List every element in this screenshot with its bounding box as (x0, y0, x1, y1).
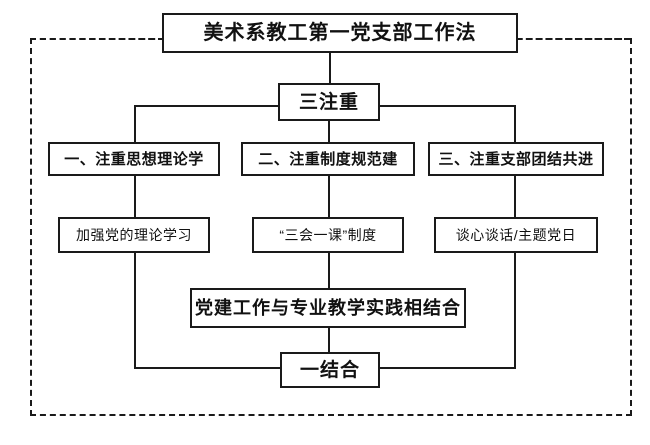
combine-box[interactable]: 党建工作与专业教学实践相结合 (190, 288, 466, 328)
connector-leaf3-down (514, 253, 516, 369)
level2-label: 三注重 (298, 91, 359, 113)
branch-header-1[interactable]: 一、注重思想理论学 (48, 142, 220, 176)
branch-header-3-label: 三、注重支部团结共进 (438, 150, 594, 168)
combine-box-label: 党建工作与专业教学实践相结合 (195, 298, 461, 318)
leaf-box-2-label: “三会一课”制度 (279, 227, 377, 243)
connector-leaf2-to-combine (328, 253, 330, 288)
title-box[interactable]: 美术系教工第一党支部工作法 (162, 13, 518, 53)
connector-branch2-to-leaf2 (328, 176, 330, 217)
bus-right-from-level2 (378, 105, 516, 107)
branch-header-3[interactable]: 三、注重支部团结共进 (428, 142, 604, 176)
connector-to-branch-1 (134, 105, 136, 142)
connector-leaf1-down (134, 253, 136, 369)
leaf-box-3[interactable]: 谈心谈话/主题党日 (434, 217, 598, 253)
connector-branch3-to-leaf3 (514, 176, 516, 217)
connector-branch1-to-leaf1 (134, 176, 136, 217)
connector-combine-to-footer (328, 328, 330, 353)
bus-bottom-right (378, 367, 516, 369)
connector-to-branch-3 (514, 105, 516, 142)
leaf-box-1[interactable]: 加强党的理论学习 (58, 217, 210, 253)
connector-title-to-level2 (329, 53, 331, 83)
level2-box[interactable]: 三注重 (278, 83, 380, 121)
title-label: 美术系教工第一党支部工作法 (203, 22, 477, 44)
branch-header-2-label: 二、注重制度规范建 (258, 150, 398, 168)
frame-connector-left (30, 38, 164, 40)
leaf-box-2[interactable]: “三会一课”制度 (252, 217, 404, 253)
leaf-box-3-label: 谈心谈话/主题党日 (455, 227, 577, 243)
frame-connector-right (516, 38, 630, 40)
leaf-box-1-label: 加强党的理论学习 (76, 227, 192, 243)
bus-left-from-level2 (134, 105, 280, 107)
footer-box[interactable]: 一结合 (280, 352, 380, 388)
footer-box-label: 一结合 (299, 359, 360, 381)
bus-bottom-left (134, 367, 282, 369)
connector-to-branch-2 (328, 121, 330, 142)
branch-header-1-label: 一、注重思想理论学 (64, 150, 204, 168)
branch-header-2[interactable]: 二、注重制度规范建 (241, 142, 415, 176)
